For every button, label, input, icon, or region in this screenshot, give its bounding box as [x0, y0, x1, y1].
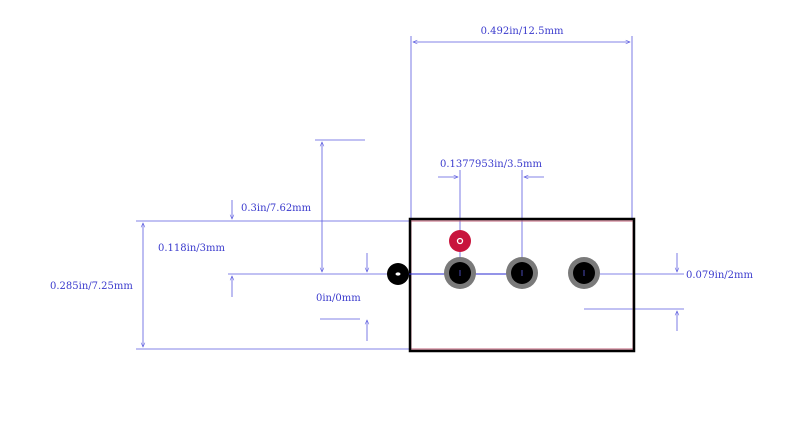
overall-height-label: 0.285in/7.25mm [50, 281, 133, 292]
pad-center-ticks [459, 270, 585, 276]
zero-offset-label: 0in/0mm [316, 293, 361, 304]
dimension-pin-to-top [136, 220, 409, 275]
pin1-marker [449, 230, 471, 252]
row-spacing-label: 0.3in/7.62mm [241, 203, 312, 214]
dimension-overall-width [410, 36, 633, 220]
dimension-zero-offset [320, 253, 367, 341]
pin-to-bottom-label: 0.079in/2mm [686, 270, 753, 281]
origin-marker [387, 263, 409, 285]
pin-to-top-label: 0.118in/3mm [158, 243, 225, 254]
component-outline [408, 217, 636, 353]
dimension-row-spacing [232, 139, 365, 297]
pin-pitch-label: 0.1377953in/3.5mm [440, 159, 542, 170]
dimension-overall-height [136, 223, 409, 350]
overall-width-label: 0.492in/12.5mm [481, 26, 564, 37]
